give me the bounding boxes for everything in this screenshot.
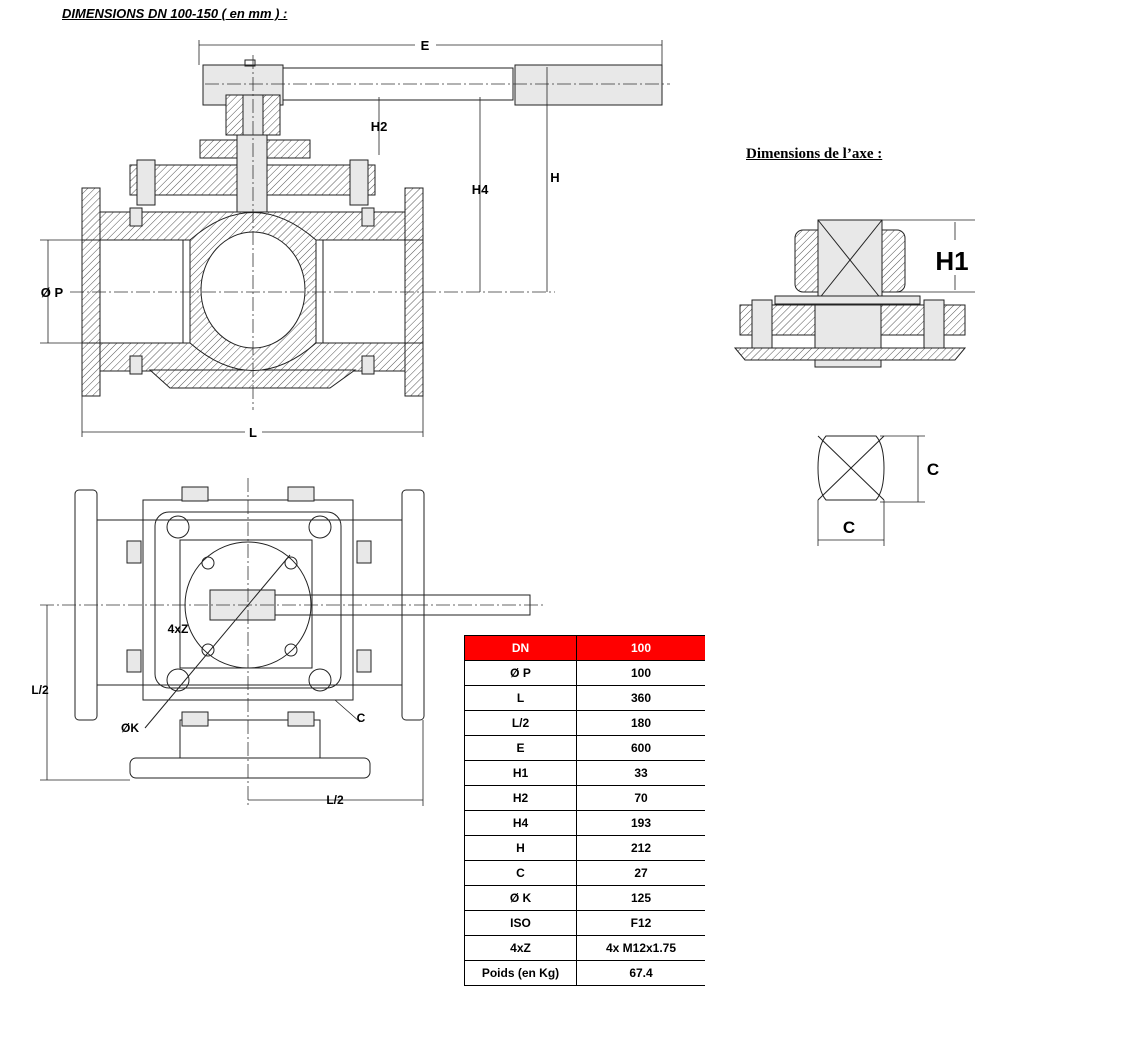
dimension-name-cell: L xyxy=(464,685,577,711)
label-H: H xyxy=(550,170,559,185)
dimension-name-cell: ISO xyxy=(464,910,577,936)
label-L2-horizontal: L/2 xyxy=(326,793,344,807)
label-C-horizontal: C xyxy=(843,518,855,537)
dimension-value-cell: 33 xyxy=(576,760,705,786)
dimension-name-cell: H4 xyxy=(464,810,577,836)
label-K: ØK xyxy=(121,721,139,735)
dimension-value-cell: 600 xyxy=(576,735,705,761)
header-cell: DN xyxy=(464,635,577,661)
top-view: 4xZ L/2 ØK C L/2 xyxy=(31,478,545,807)
dimension-value-cell: 70 xyxy=(576,785,705,811)
front-section-view: E H2 H4 H Ø P L xyxy=(40,38,670,440)
dimension-name-cell: E xyxy=(464,735,577,761)
dimension-value-cell: 4x M12x1.75 xyxy=(576,935,705,961)
dimension-name-cell: C xyxy=(464,860,577,886)
dimension-name-cell: Poids (en Kg) xyxy=(464,960,577,986)
label-C-bottom: C xyxy=(357,711,366,725)
dimension-name-cell: Ø P xyxy=(464,660,577,686)
label-H4: H4 xyxy=(472,182,489,197)
dimension-name-cell: Ø K xyxy=(464,885,577,911)
label-P: Ø P xyxy=(41,285,64,300)
table-row: Poids (en Kg)67.4 xyxy=(464,960,705,986)
dimension-value-cell: 193 xyxy=(576,810,705,836)
label-H2: H2 xyxy=(371,119,388,134)
dimension-value-cell: F12 xyxy=(576,910,705,936)
dimension-value-cell: 125 xyxy=(576,885,705,911)
label-4xZ: 4xZ xyxy=(168,622,189,636)
dimension-value-cell: 100 xyxy=(576,660,705,686)
axis-detail-view: H1 C C xyxy=(733,219,975,546)
dimension-name-cell: H1 xyxy=(464,760,577,786)
dimension-value-cell: 27 xyxy=(576,860,705,886)
dimension-value-cell: 180 xyxy=(576,710,705,736)
label-L: L xyxy=(249,425,257,440)
label-L2-vertical: L/2 xyxy=(31,683,49,697)
label-E: E xyxy=(421,38,430,53)
dimension-name-cell: H2 xyxy=(464,785,577,811)
label-C-vertical: C xyxy=(927,460,939,479)
dimension-value-cell: 212 xyxy=(576,835,705,861)
dimension-name-cell: L/2 xyxy=(464,710,577,736)
page-title: DIMENSIONS DN 100-150 ( en mm ) : xyxy=(62,6,288,21)
header-cell: 100 xyxy=(576,635,705,661)
label-H1: H1 xyxy=(935,246,968,276)
table-header-row: DN 100 xyxy=(464,635,705,661)
dimension-value-cell: 67.4 xyxy=(576,960,705,986)
dimension-value-cell: 360 xyxy=(576,685,705,711)
dimension-name-cell: H xyxy=(464,835,577,861)
dimension-name-cell: 4xZ xyxy=(464,935,577,961)
axis-dimensions-title: Dimensions de l’axe : xyxy=(746,146,883,162)
